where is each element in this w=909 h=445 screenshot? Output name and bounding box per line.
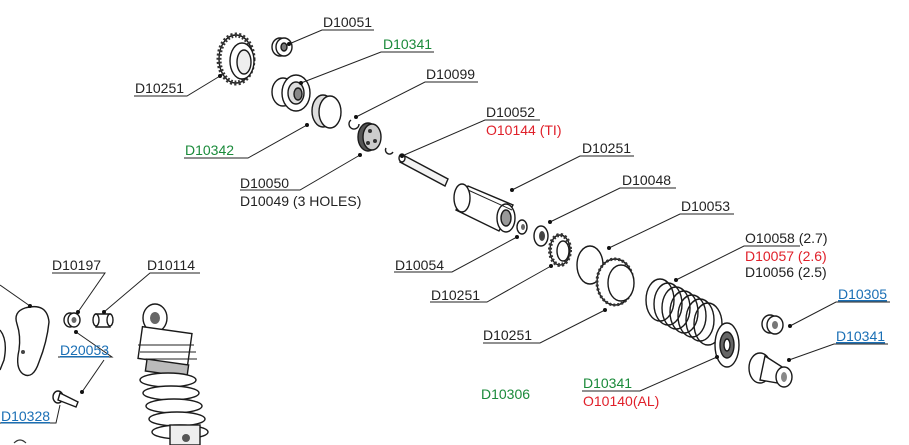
label-d10251-mid: D10251 xyxy=(582,140,631,156)
partial-label-glyph xyxy=(13,439,27,444)
e-clip-bottom-part xyxy=(384,147,394,155)
label-d10251-bottom: D10251 xyxy=(483,327,532,343)
label-d10341-top: D10341 xyxy=(383,36,432,52)
top-bushing-part xyxy=(271,37,293,57)
label-d10056: D10056 (2.5) xyxy=(745,264,827,280)
e-clip-top-part xyxy=(348,119,360,130)
spring-collar-part xyxy=(595,257,635,307)
label-d10050: D10050 xyxy=(240,175,289,191)
label-d10048: D10048 xyxy=(622,172,671,188)
spring-cup-part xyxy=(714,322,740,368)
label-o10058: O10058 (2.7) xyxy=(745,230,828,246)
shock-cap-part xyxy=(216,32,256,86)
piston-part xyxy=(357,122,382,152)
suspension-arm-part xyxy=(0,305,50,377)
leader-lines xyxy=(0,29,890,424)
shock-body-part xyxy=(453,183,516,233)
seal-part xyxy=(533,225,549,247)
ball-stud-part xyxy=(92,313,114,328)
label-d10197: D10197 xyxy=(52,257,101,273)
label-d10341-right[interactable]: D10341 xyxy=(836,328,885,344)
label-d10052: D10052 xyxy=(486,104,535,120)
label-d10057: D10057 (2.6) xyxy=(745,248,827,264)
lower-bushing-part xyxy=(761,314,784,335)
spring-part xyxy=(645,278,723,346)
label-d10053: D10053 xyxy=(681,198,730,214)
label-d10342: D10342 xyxy=(185,142,234,158)
shock-shaft-part xyxy=(398,153,449,187)
label-d10049: D10049 (3 HOLES) xyxy=(240,193,361,209)
label-d10251-low: D10251 xyxy=(431,287,480,303)
label-o10144: O10144 (TI) xyxy=(486,122,561,138)
label-d10341-bottom: D10341 xyxy=(583,375,632,391)
label-d10251-top: D10251 xyxy=(135,80,184,96)
leader-dots xyxy=(28,42,792,394)
label-d10114: D10114 xyxy=(147,257,195,273)
pivot-ring-part xyxy=(63,312,81,328)
threaded-collar-part xyxy=(548,233,572,267)
screw-part xyxy=(52,390,79,408)
label-d20053[interactable]: D20053 xyxy=(60,342,109,358)
label-d10305[interactable]: D10305 xyxy=(838,286,887,302)
label-d10328[interactable]: D10328 xyxy=(1,408,50,424)
label-d10054: D10054 xyxy=(395,257,444,273)
label-o10140: O10140(AL) xyxy=(583,393,659,409)
small-washer-part xyxy=(516,219,528,235)
top-eyelet-part xyxy=(271,74,311,112)
label-d10099: D10099 xyxy=(426,66,475,82)
part-labels: D10051 D10341 D10251 D10099 D10342 D1005… xyxy=(1,14,887,424)
label-d10051: D10051 xyxy=(323,14,372,30)
lower-eyelet-part xyxy=(748,352,793,388)
label-d10306: D10306 xyxy=(481,386,530,402)
bladder-cap-part xyxy=(311,94,342,129)
assembled-shock-part xyxy=(137,303,209,445)
